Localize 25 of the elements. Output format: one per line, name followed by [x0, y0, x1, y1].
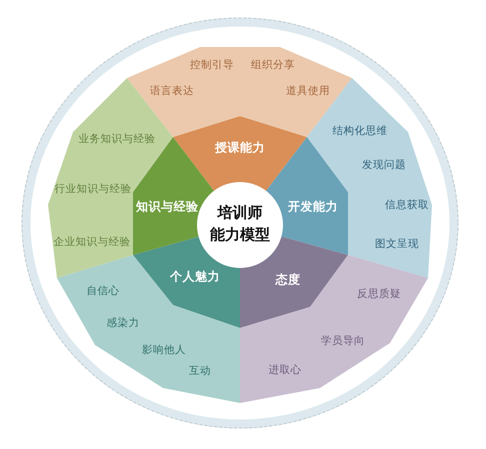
- sector-title: 个人魅力: [170, 270, 220, 284]
- competency-label: 反思质疑: [357, 289, 401, 301]
- competency-label: 影响他人: [142, 345, 186, 357]
- competency-label: 结构化思维: [332, 126, 388, 138]
- sector-title: 授课能力: [215, 141, 265, 155]
- competency-label: 控制引导: [190, 60, 234, 72]
- competency-label: 图文呈现: [375, 239, 419, 251]
- sector-title: 知识与经验: [136, 200, 198, 214]
- competency-label: 组织分享: [251, 60, 295, 72]
- competency-label: 行业知识与经验: [54, 184, 132, 196]
- center-title: 培训师: [218, 204, 262, 222]
- center-title: 能力模型: [210, 226, 270, 244]
- competency-label: 自信心: [86, 286, 120, 298]
- competency-label: 发现问题: [362, 160, 406, 172]
- competency-label: 感染力: [106, 318, 140, 330]
- competency-label: 学员导向: [321, 336, 365, 348]
- competency-label: 业务知识与经验: [78, 134, 156, 146]
- competency-label: 进取心: [268, 365, 302, 377]
- competency-label: 企业知识与经验: [54, 237, 130, 249]
- competency-label: 语言表达: [150, 86, 194, 98]
- sector-title: 开发能力: [288, 200, 338, 214]
- sector-title: 态度: [276, 273, 300, 287]
- competency-label: 互动: [189, 366, 211, 378]
- competency-label: 信息获取: [385, 200, 429, 212]
- competency-label: 道具使用: [286, 86, 330, 98]
